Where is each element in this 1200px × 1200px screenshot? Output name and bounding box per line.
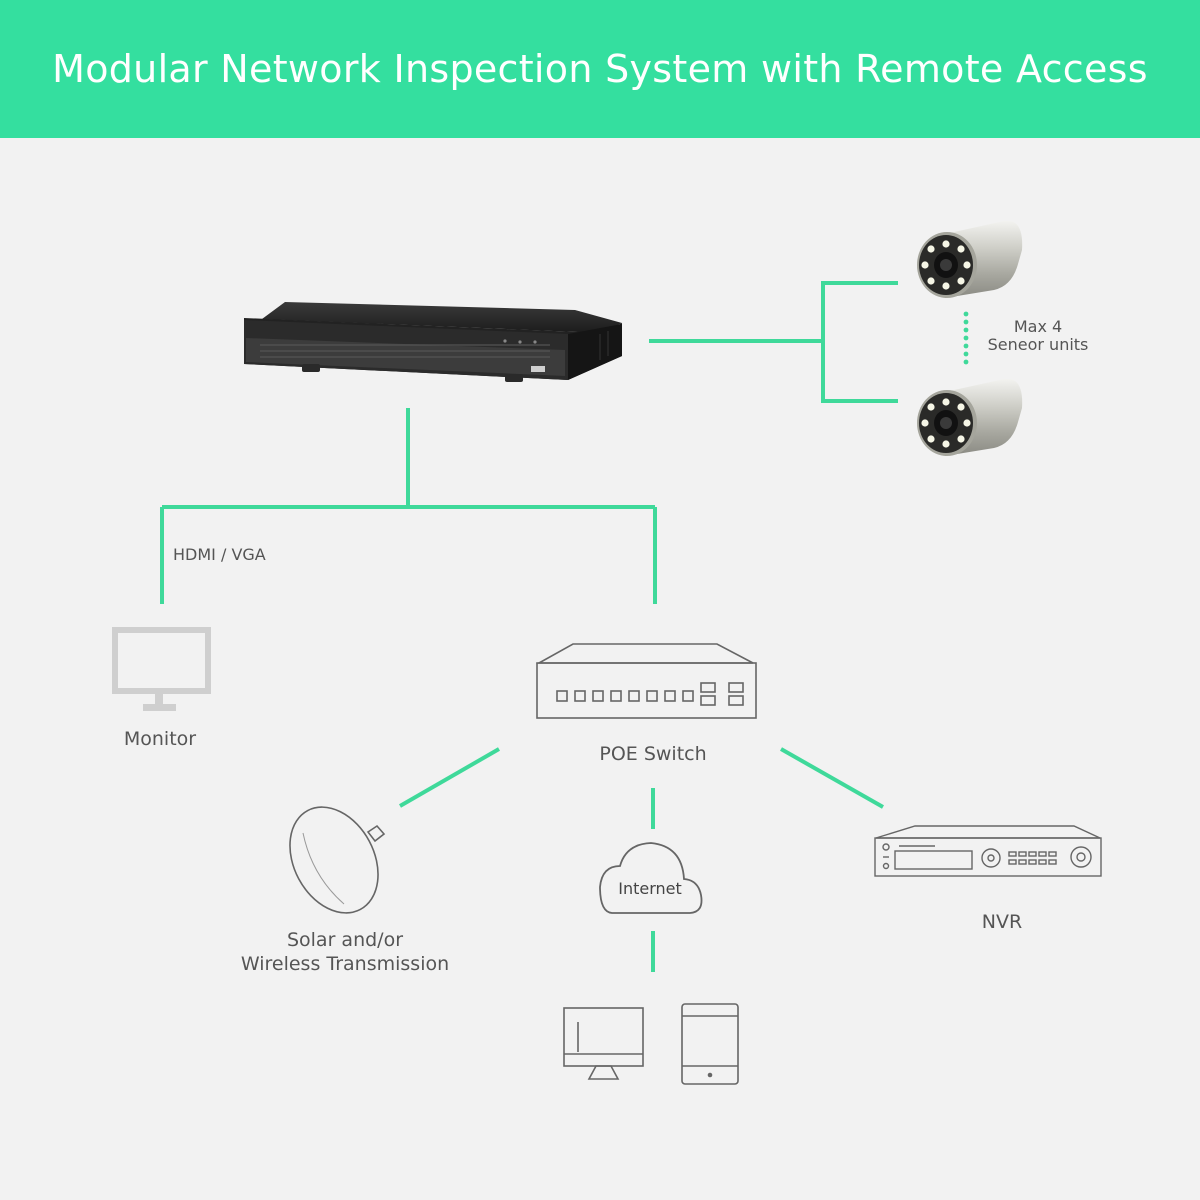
tablet-icon	[681, 1003, 739, 1085]
wireless-transmission-label: Solar and/or Wireless Transmission	[225, 928, 465, 976]
pipe-camera-icon	[917, 220, 1023, 298]
nvr-label: NVR	[981, 911, 1023, 933]
pipe-camera-icon	[917, 378, 1023, 456]
page-title: Modular Network Inspection System with R…	[52, 47, 1148, 91]
connection-lines	[160, 281, 898, 972]
monitor-icon	[112, 627, 211, 711]
header-banner: Modular Network Inspection System with R…	[0, 0, 1200, 138]
dvr-recorder-icon	[244, 302, 622, 382]
network-switch-icon	[535, 643, 757, 719]
poe-switch-label: POE Switch	[599, 743, 707, 765]
cloud-icon	[599, 842, 703, 914]
sensor-note-line1: Max 4	[1013, 317, 1063, 336]
wireless-label-line1: Solar and/or	[286, 929, 404, 951]
nvr-device-icon	[874, 825, 1102, 877]
internet-label: Internet	[618, 879, 682, 898]
hdmi-vga-label: HDMI / VGA	[173, 545, 266, 564]
sensor-count-note: Max 4 Seneor units	[984, 318, 1092, 354]
sensor-note-line2: Seneor units	[987, 335, 1089, 354]
monitor-label: Monitor	[123, 728, 197, 750]
satellite-dish-icon	[289, 806, 386, 914]
wireless-label-line2: Wireless Transmission	[240, 953, 450, 975]
line-switch-to-nvr	[780, 747, 884, 809]
line-sensor-bracket	[821, 281, 898, 403]
sensor-dotted-link	[963, 311, 969, 365]
line-switch-to-antenna	[399, 747, 500, 808]
desktop-computer-icon	[563, 1007, 644, 1080]
